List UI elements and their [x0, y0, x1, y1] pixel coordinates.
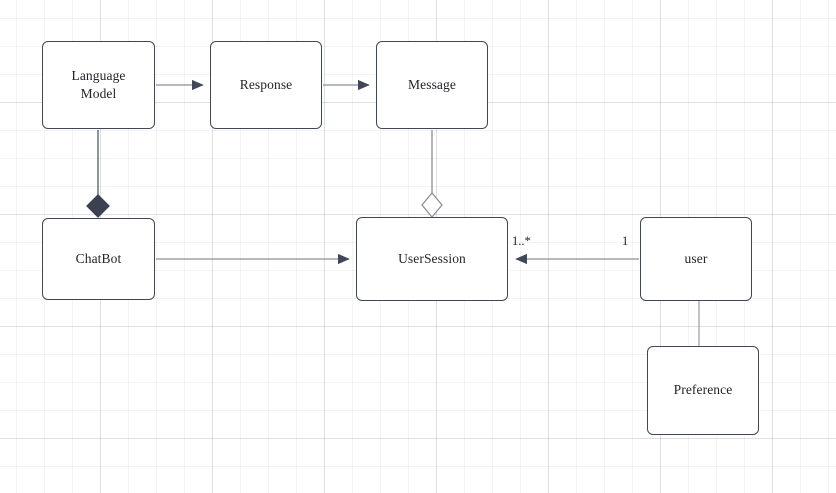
node-chatbot[interactable]: ChatBot	[42, 218, 155, 300]
node-message-label: Message	[408, 76, 456, 92]
hollow-diamond-marker	[421, 191, 443, 219]
node-response-label: Response	[239, 76, 293, 92]
node-language-model-label: Language Model	[71, 67, 126, 101]
node-preference[interactable]: Preference	[647, 346, 759, 435]
filled-diamond-marker	[86, 194, 110, 218]
multiplicity-user: 1	[622, 234, 629, 248]
node-usersession-label: UserSession	[398, 250, 466, 266]
node-user-label: user	[684, 250, 708, 266]
node-preference-label: Preference	[673, 382, 733, 398]
node-chatbot-label: ChatBot	[75, 250, 122, 266]
edge-language-model-to-chatbot	[86, 130, 110, 218]
node-message[interactable]: Message	[376, 41, 488, 129]
node-usersession[interactable]: UserSession	[356, 217, 508, 301]
multiplicity-usersession: 1..*	[512, 234, 531, 248]
node-response[interactable]: Response	[210, 41, 322, 129]
edge-message-to-usersession	[421, 130, 443, 219]
node-language-model[interactable]: Language Model	[42, 41, 155, 129]
node-user[interactable]: user	[640, 217, 752, 301]
